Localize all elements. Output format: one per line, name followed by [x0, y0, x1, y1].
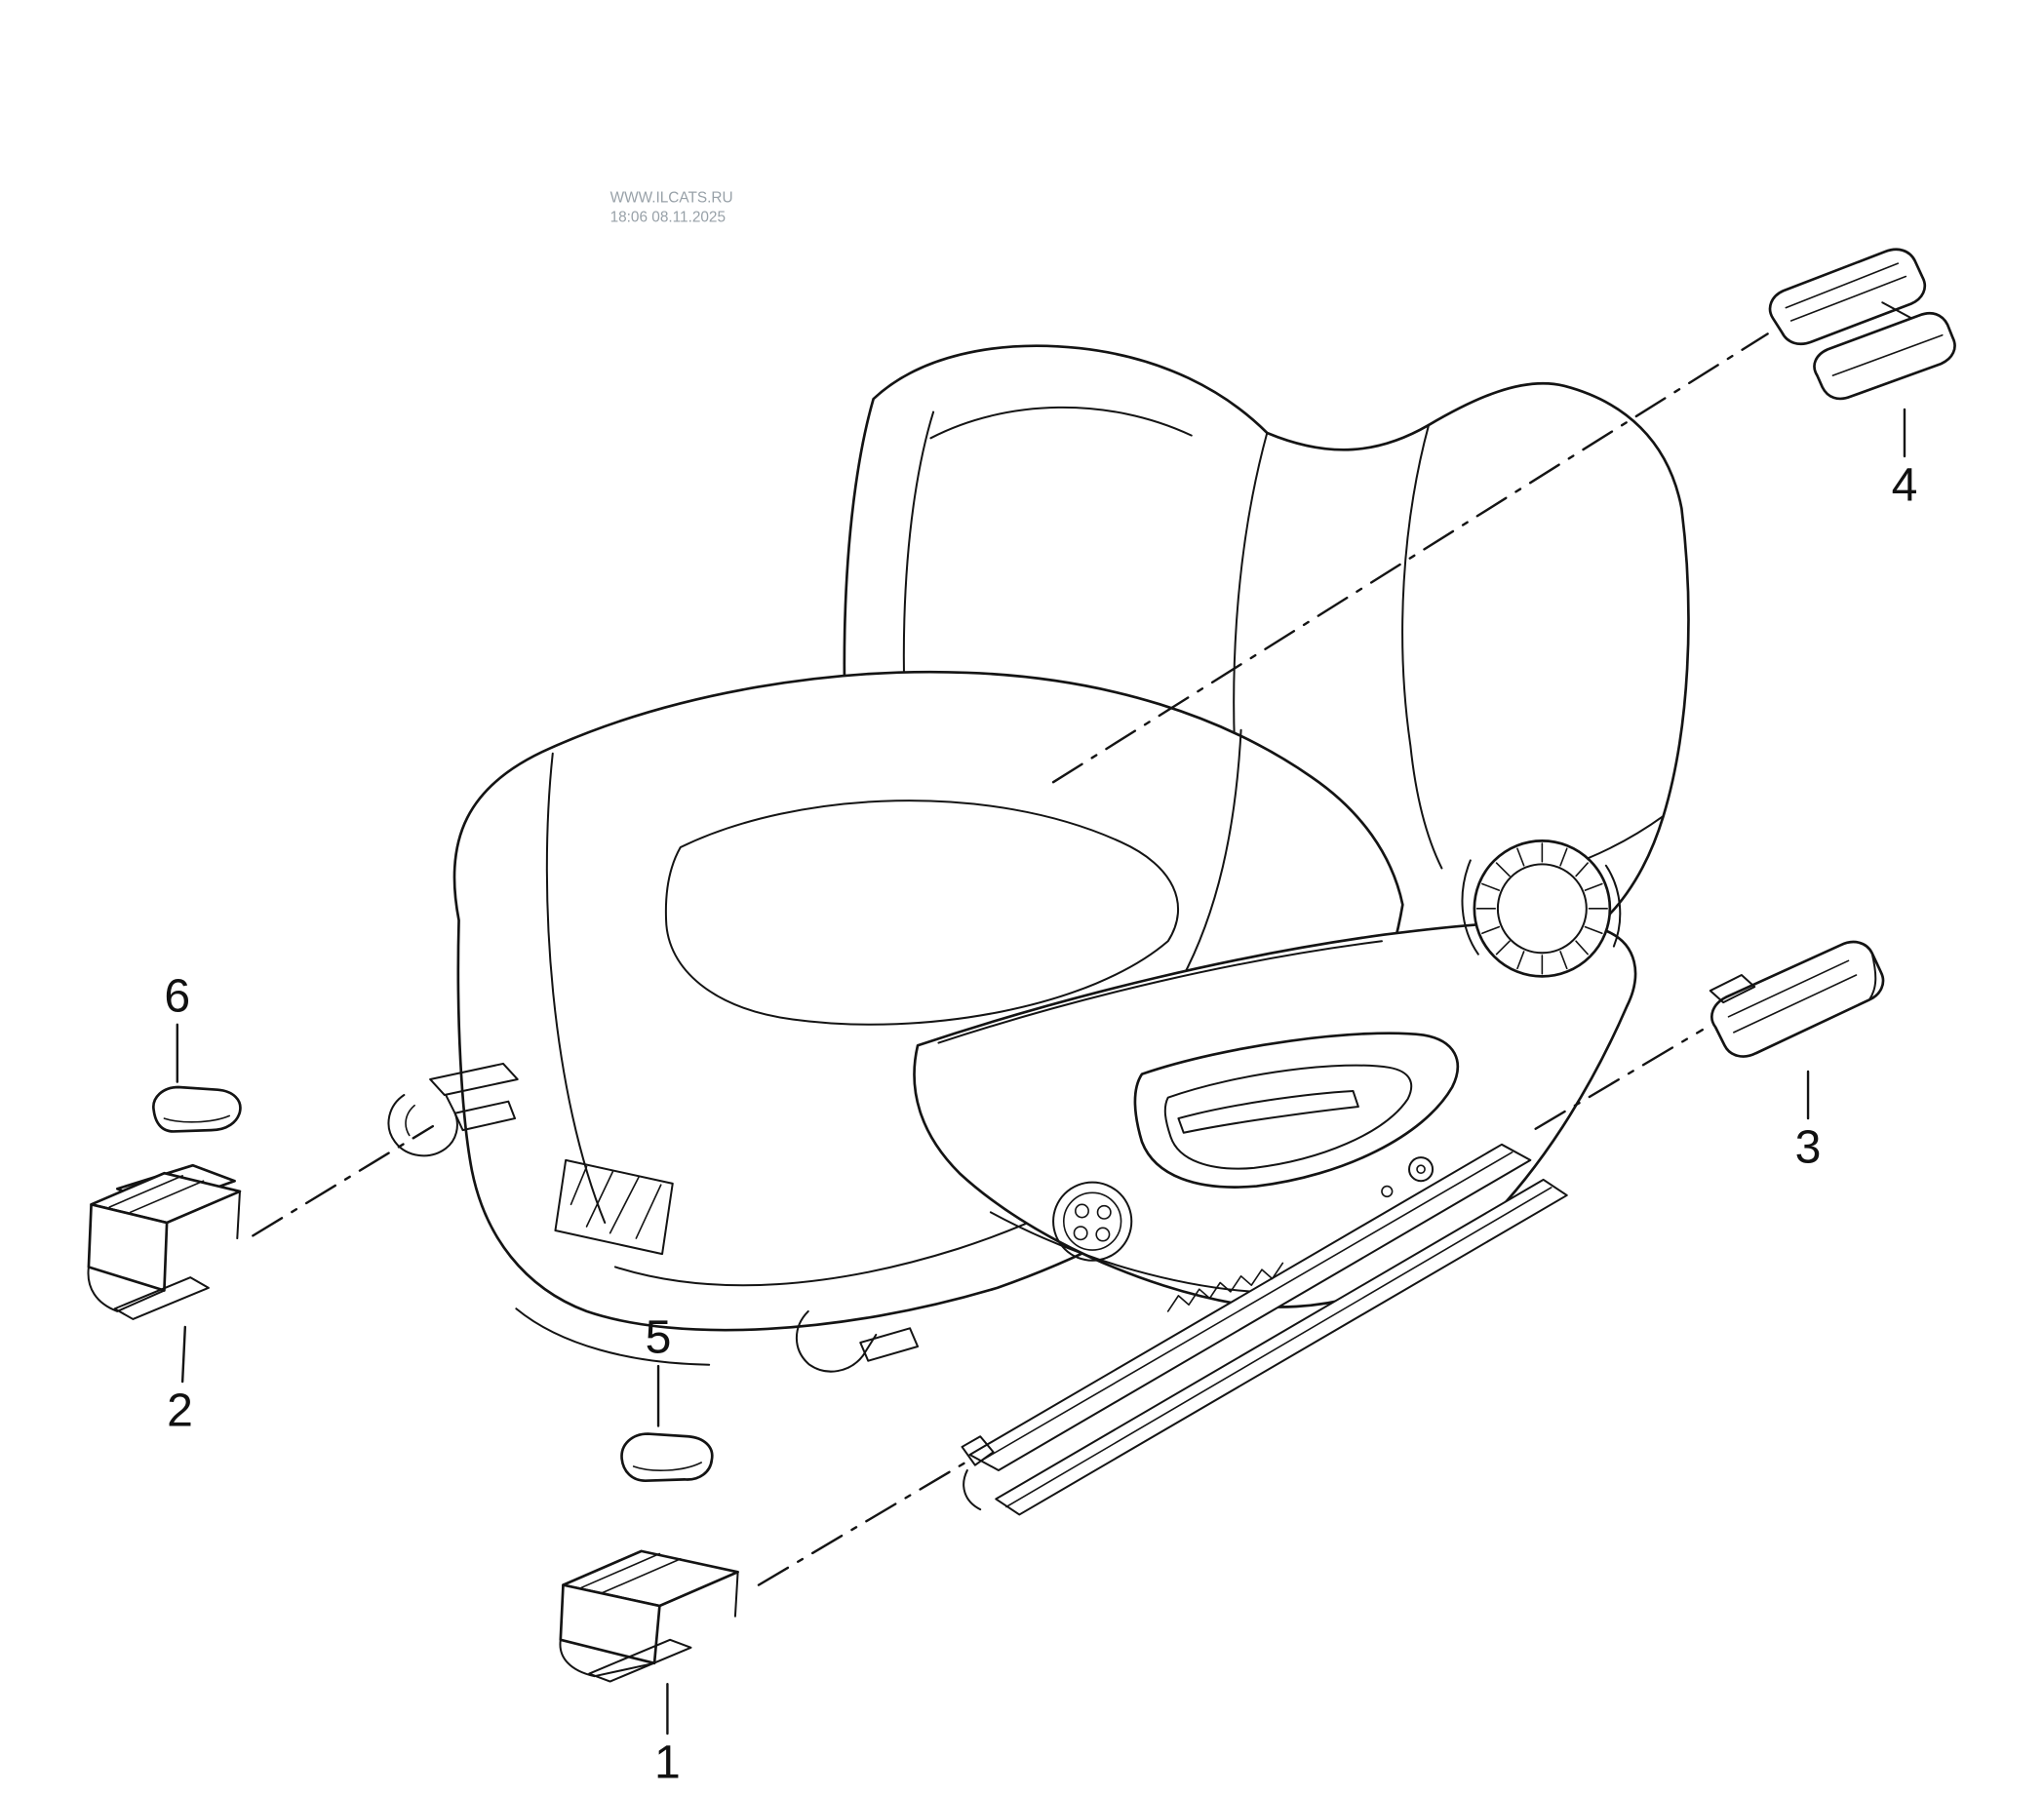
watermark-timestamp: 18:06 08.11.2025: [610, 209, 726, 225]
part-5-cap: [620, 1432, 714, 1483]
frame-flap: [429, 1062, 519, 1097]
rail-lower-groove: [1005, 1187, 1553, 1508]
part-3-clip: [1709, 940, 1885, 1058]
part-2-clip: [87, 1163, 242, 1320]
backrest-outline: [843, 344, 1690, 946]
part-1-clip: [559, 1549, 739, 1683]
backrest-seam-top: [929, 406, 1193, 440]
connector-pin: [1096, 1204, 1112, 1220]
clip-side-edge: [658, 1571, 739, 1618]
handle-recess-inner: [1163, 1064, 1413, 1170]
clip-side-edge: [166, 1190, 241, 1240]
clip-slot-line: [108, 1175, 183, 1208]
clip-end-fold: [1867, 952, 1877, 1001]
connector-plug-outer: [1052, 1181, 1133, 1262]
dash-line-to-part-4: [1051, 332, 1769, 784]
clip-bottom-flange: [588, 1638, 692, 1683]
callout-label-6: 6: [164, 969, 190, 1022]
side-panel-bottom-line: [989, 1211, 1279, 1295]
side-panel-ridge: [937, 940, 1383, 1044]
clip-body: [1710, 940, 1885, 1058]
frame-step: [453, 1100, 517, 1132]
knob-mount-arc: [1604, 864, 1622, 948]
dash-line-to-part-3: [1534, 1028, 1704, 1130]
clip-slot-line: [1831, 333, 1944, 376]
seat-frame-details: [387, 1062, 920, 1373]
connection-lines: [252, 332, 1769, 1586]
callouts: 6 2 5 1 3 4: [164, 408, 1918, 1788]
rail-upper: [968, 1143, 1532, 1471]
callout-label-4: 4: [1892, 458, 1918, 511]
cushion-right-seam: [1180, 728, 1242, 982]
clip-slot-line: [601, 1558, 682, 1594]
cap-inner-line: [163, 1114, 231, 1123]
cushion-left-seam: [545, 752, 607, 1225]
connector-plug-inner: [1062, 1191, 1122, 1251]
seat-illustration: [387, 344, 1690, 1516]
backrest-seam-right: [1401, 423, 1443, 870]
rail-teeth: [1166, 1262, 1284, 1312]
frame-hatched-plate: [554, 1158, 674, 1256]
rail-upper-groove: [979, 1151, 1513, 1463]
part-4-clip: [1768, 248, 1956, 401]
rail-lower: [995, 1178, 1568, 1516]
clip-slot-line: [580, 1552, 661, 1589]
connector-pin: [1095, 1227, 1111, 1242]
clip-slot-line: [1733, 974, 1858, 1034]
hatch-line: [609, 1176, 640, 1234]
rail-front-hook: [963, 1468, 982, 1511]
rail-front-bracket: [961, 1435, 995, 1466]
clip-slot-line: [129, 1180, 205, 1214]
knob-knurling-ticks: [1475, 842, 1608, 975]
callout-label-5: 5: [646, 1311, 672, 1364]
watermark: WWW.ILCATS.RU 18:06 08.11.2025: [610, 189, 733, 225]
clip-slot-line: [1727, 959, 1850, 1018]
frame-foot-tab: [859, 1327, 920, 1362]
cap-body: [152, 1085, 242, 1133]
connector-pin: [1075, 1203, 1089, 1219]
frame-front-curve: [515, 1307, 711, 1366]
clip-upper-body: [1768, 248, 1927, 346]
connector-pin: [1073, 1226, 1088, 1241]
clip-bottom-flange: [113, 1276, 210, 1320]
hatch-line: [635, 1184, 662, 1239]
part-6-cap: [152, 1085, 242, 1133]
cap-body: [620, 1432, 714, 1483]
clip-tab: [1709, 974, 1756, 1004]
knob-inner-ring: [1496, 863, 1588, 955]
hatch-line: [570, 1165, 588, 1206]
handle-recess-outer: [1133, 1032, 1460, 1189]
frame-hook-inner: [405, 1104, 415, 1137]
knob-mount-arc: [1461, 859, 1479, 956]
seat-side-panel: [913, 920, 1637, 1308]
side-panel-outline: [913, 920, 1637, 1308]
dash-line-to-part-2: [252, 1124, 434, 1237]
watermark-site: WWW.ILCATS.RU: [610, 189, 733, 206]
seat-rails: [961, 1143, 1568, 1516]
handle-grip-bar: [1177, 1090, 1359, 1134]
callout-label-3: 3: [1795, 1121, 1822, 1174]
rail-stud: [1381, 1185, 1394, 1198]
rail-bolt-center: [1416, 1164, 1426, 1175]
frame-hook-bracket: [387, 1094, 458, 1157]
frame-foot-bracket: [796, 1309, 878, 1373]
dash-line-to-part-1: [757, 1459, 971, 1586]
cushion-inset-seam: [664, 800, 1180, 1026]
cap-inner-line: [632, 1462, 702, 1471]
callout-label-2: 2: [167, 1385, 193, 1437]
callout-leader-2: [180, 1325, 187, 1384]
rail-bolt: [1408, 1156, 1435, 1183]
clip-lip: [87, 1266, 166, 1312]
clip-slot-line: [1789, 275, 1907, 322]
recline-knob: [1461, 839, 1622, 978]
clip-slot-line: [1785, 262, 1900, 309]
callout-label-1: 1: [654, 1736, 681, 1788]
hatch-line: [585, 1171, 614, 1228]
